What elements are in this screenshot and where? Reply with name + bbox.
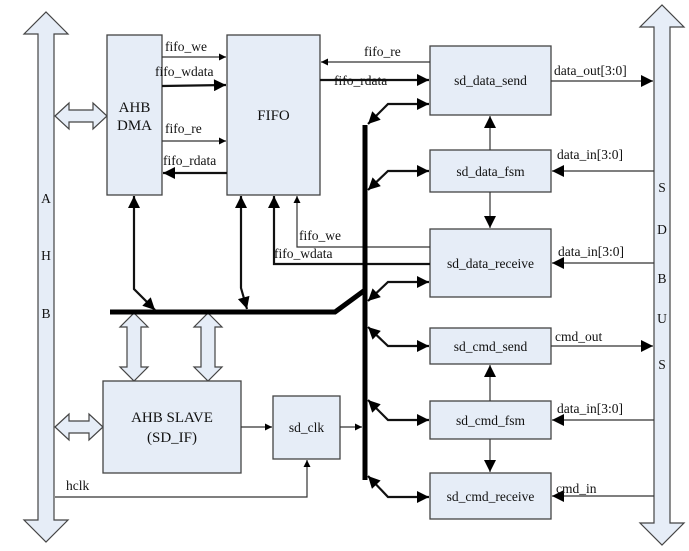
data-fsm-in-label: data_in[3:0] (557, 147, 623, 162)
bus-sd-cmd-send-wire (367, 326, 429, 352)
recv-fifo-we-wire (293, 196, 430, 248)
send-fifo-rdata-label: fifo_rdata (334, 73, 387, 88)
ahb-dma-block: AHB DMA (106, 34, 163, 196)
ahb-slave-block: AHB SLAVE (SD_IF) (102, 380, 242, 474)
dma-fifo-we-label: fifo_we (165, 39, 207, 54)
recv-fifo-wdata-wire (268, 196, 430, 266)
sd-cmd-fsm-label: sd_cmd_fsm (456, 413, 525, 428)
recv-fifo-we-label: fifo_we (299, 228, 341, 243)
sd-cmd-receive-label: sd_cmd_receive (447, 489, 535, 504)
internal-bus-horizontal (110, 287, 367, 315)
data-out-label: data_out[3:0] (554, 63, 627, 78)
sd-bus-letter: B (657, 271, 666, 286)
dma-fifo-rdata-label: fifo_rdata (163, 153, 216, 168)
dma-bus-wire (128, 196, 156, 311)
fifo-block: FIFO (226, 34, 321, 196)
sd-data-fsm-block: sd_data_fsm (429, 149, 552, 193)
send-fifo-re-label: fifo_re (364, 44, 401, 59)
ahb-bus-letter: A (41, 191, 51, 206)
fifo-bus-wire (235, 196, 250, 310)
sd-cmd-send-label: sd_cmd_send (454, 339, 528, 354)
sd-clk-label: sd_clk (289, 420, 324, 435)
hclk-wire (55, 460, 311, 498)
sd-clk-block: sd_clk (272, 395, 341, 460)
slave-bus-link-arrow-icon (118, 312, 150, 382)
ahb-slave-label: (SD_IF) (147, 430, 197, 446)
hclk-label: hclk (66, 478, 89, 493)
sd-data-fsm-label: sd_data_fsm (456, 164, 525, 179)
ahb-slave-link-arrow-icon (54, 412, 104, 442)
sd-data-send-label: sd_data_send (454, 73, 527, 88)
bus-sd-cmd-fsm-wire (367, 399, 429, 426)
cmd-fsm-in-label: data_in[3:0] (557, 401, 623, 416)
ahb-slave-label: AHB SLAVE (131, 410, 213, 426)
sd-data-send-block: sd_data_send (429, 45, 552, 116)
ahb-dma-label: DMA (117, 118, 152, 134)
sd-data-receive-block: sd_data_receive (429, 228, 552, 298)
bus-sd-data-fsm-wire (367, 165, 429, 191)
sd-cmd-send-block: sd_cmd_send (429, 327, 552, 365)
recv-fifo-wdata-label: fifo_wdata (274, 246, 332, 261)
dma-fifo-wdata-wire (161, 79, 227, 92)
ahb-dma-label: AHB (119, 100, 151, 116)
bus-sd-data-receive-wire (367, 276, 429, 302)
ahb-bus: A H B (22, 11, 70, 543)
ahb-bus-letter: B (41, 306, 50, 321)
sd-bus-letter: S (658, 180, 666, 195)
ahb-bus-arrow-icon (22, 11, 70, 543)
ahb-bus-letter: H (41, 248, 51, 263)
sd-bus-letter: D (657, 222, 667, 237)
sd-cmd-receive-block: sd_cmd_receive (429, 472, 552, 520)
sd-bus-letter: S (658, 357, 666, 372)
bus-sd-data-send-wire (367, 98, 429, 125)
fifo-label: FIFO (257, 108, 290, 124)
cmd-out-label: cmd_out (555, 329, 602, 344)
sd-cmd-fsm-block: sd_cmd_fsm (429, 400, 552, 440)
dma-fifo-wdata-label: fifo_wdata (155, 64, 213, 79)
data-recv-in-label: data_in[3:0] (558, 244, 624, 259)
bus-sd-cmd-receive-wire (367, 475, 429, 503)
sd-bus: S D B U S (638, 4, 686, 546)
ahb-dma-link-arrow-icon (54, 101, 108, 131)
dma-fifo-re-label: fifo_re (165, 121, 202, 136)
slave-bus-link-arrow-icon (192, 312, 224, 382)
sd-bus-letter: U (657, 311, 667, 326)
cmd-in-label: cmd_in (556, 481, 597, 496)
sd-data-receive-label: sd_data_receive (447, 256, 534, 271)
sd-bus-arrow-icon (638, 4, 686, 546)
